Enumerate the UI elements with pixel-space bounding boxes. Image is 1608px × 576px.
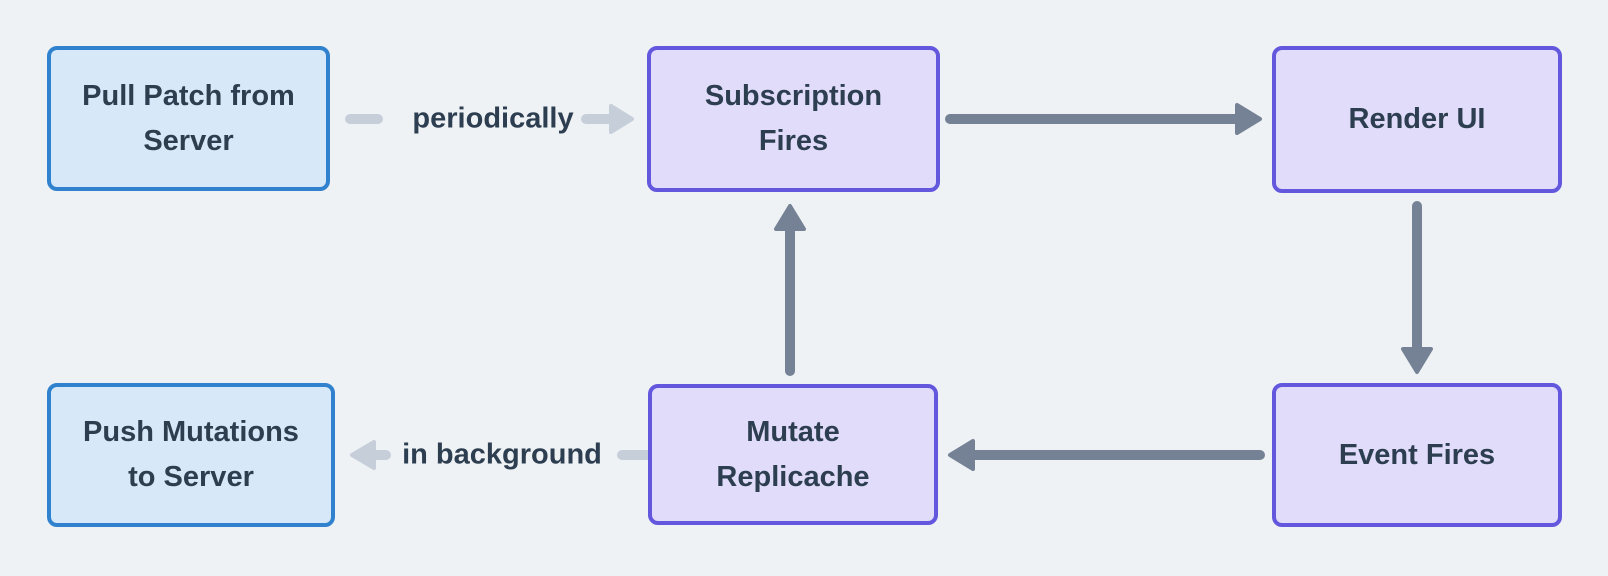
node-label: Render UI [1348, 103, 1486, 136]
node-mutate-replicache: Mutate Replicache [648, 384, 938, 525]
node-label: Push Mutations to Server [83, 416, 299, 493]
arrow-pull-to-subscription [345, 104, 634, 134]
arrow-event-to-mutate [948, 439, 1265, 471]
node-label: Mutate Replicache [716, 415, 870, 493]
node-event-fires: Event Fires [1272, 383, 1562, 527]
node-label: Event Fires [1338, 438, 1496, 471]
node-label: Pull Patch from Server [82, 79, 295, 157]
arrow-render-to-event [1401, 201, 1433, 374]
edge-label-periodically: periodically [412, 102, 574, 135]
arrow-mutate-to-push [350, 440, 655, 470]
arrow-subscription-to-render [945, 103, 1262, 135]
node-label: Subscription Fires [704, 80, 883, 157]
node-push-mutations-to-server: Push Mutations to Server [47, 383, 335, 527]
node-render-ui: Render UI [1272, 46, 1562, 193]
arrow-mutate-to-subscription [774, 204, 806, 376]
node-subscription-fires: Subscription Fires [647, 46, 940, 192]
edge-label-in-background: in background [402, 438, 602, 471]
node-pull-patch-from-server: Pull Patch from Server [47, 46, 330, 191]
